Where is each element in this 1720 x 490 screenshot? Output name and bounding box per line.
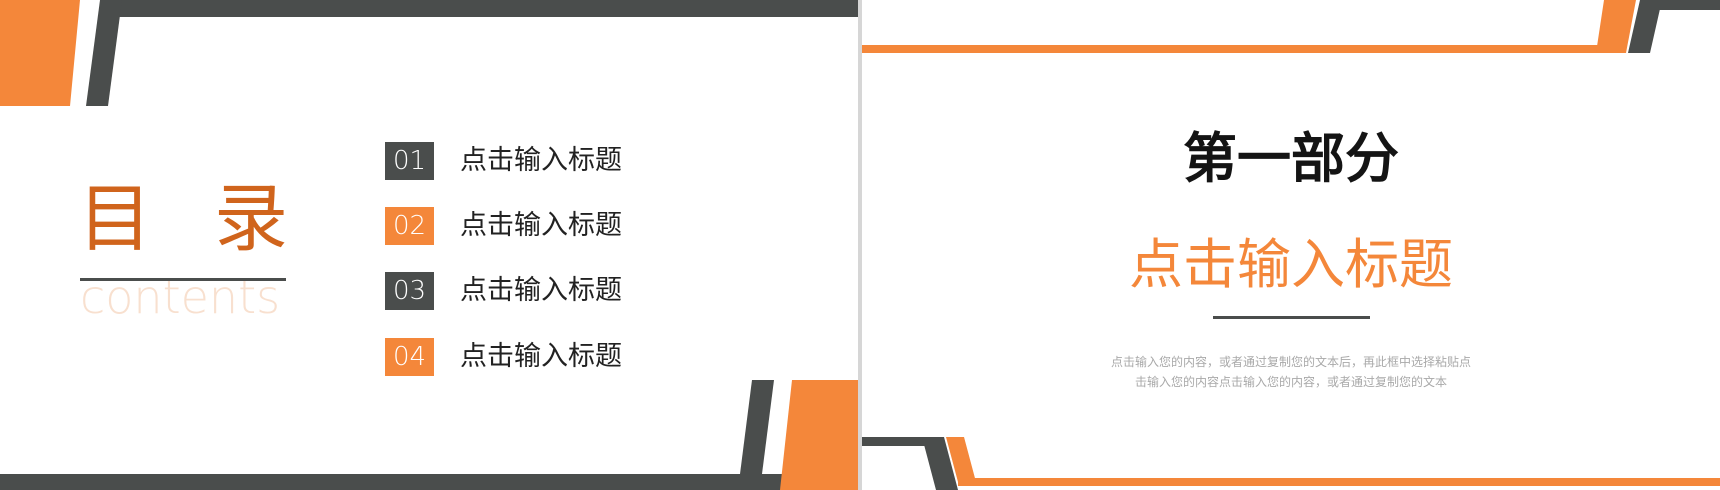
section-heading: 第一部分	[1183, 127, 1399, 190]
toc-item-number: 04	[385, 338, 434, 376]
top-right-dark-stripe	[1628, 0, 1662, 53]
toc-item-4[interactable]: 04 点击输入标题	[385, 338, 622, 376]
toc-item-number: 02	[385, 207, 434, 245]
bottom-right-orange-block	[780, 380, 858, 490]
top-left-orange-block	[0, 0, 80, 106]
toc-title-char-2: 录	[214, 176, 288, 262]
toc-title-divider	[80, 278, 286, 281]
toc-item-2[interactable]: 02 点击输入标题	[385, 207, 622, 245]
toc-item-label: 点击输入标题	[460, 210, 622, 241]
section-slide[interactable]: 第一部分 点击输入标题 点击输入您的内容，或者通过复制您的文本后，再此框中选择粘…	[862, 0, 1720, 490]
body-line: 击输入您的内容点击输入您的内容，或者通过复制您的文本	[1134, 375, 1447, 389]
toc-title: 目 录	[78, 182, 288, 256]
bottom-dark-bar	[0, 474, 858, 490]
bottom-left-dark-bar	[862, 437, 932, 446]
slide-decoration	[862, 0, 1720, 490]
toc-subtitle: contents	[80, 270, 281, 324]
toc-item-number: 01	[385, 142, 434, 180]
toc-item-1[interactable]: 01 点击输入标题	[385, 142, 622, 180]
section-divider	[1213, 316, 1370, 319]
toc-title-char-1: 目	[78, 176, 152, 262]
body-line: 点击输入您的内容，或者通过复制您的文本后，再此框中选择粘贴点	[1110, 355, 1471, 369]
slide-decoration	[0, 0, 858, 490]
top-dark-bar	[118, 0, 858, 17]
top-orange-line	[862, 45, 1606, 53]
bottom-left-dark-stripe	[922, 437, 958, 490]
top-right-dark-bar	[1656, 0, 1720, 10]
toc-item-label: 点击输入标题	[460, 341, 622, 372]
section-title: 点击输入标题	[1129, 233, 1453, 296]
toc-item-label: 点击输入标题	[460, 275, 622, 306]
toc-slide[interactable]: 目 录 contents 01 点击输入标题 02 点击输入标题 03 点击输入…	[0, 0, 858, 490]
bottom-orange-line	[958, 478, 1720, 486]
section-body-text: 点击输入您的内容，或者通过复制您的文本后，再此框中选择粘贴点 击输入您的内容点击…	[862, 352, 1720, 392]
bottom-left-orange-slant	[946, 437, 976, 482]
bottom-right-dark-stripe	[740, 380, 774, 474]
toc-item-3[interactable]: 03 点击输入标题	[385, 272, 622, 310]
top-right-orange-slant	[1596, 0, 1636, 53]
toc-item-label: 点击输入标题	[460, 145, 622, 176]
top-left-dark-stripe	[86, 0, 122, 106]
toc-item-number: 03	[385, 272, 434, 310]
